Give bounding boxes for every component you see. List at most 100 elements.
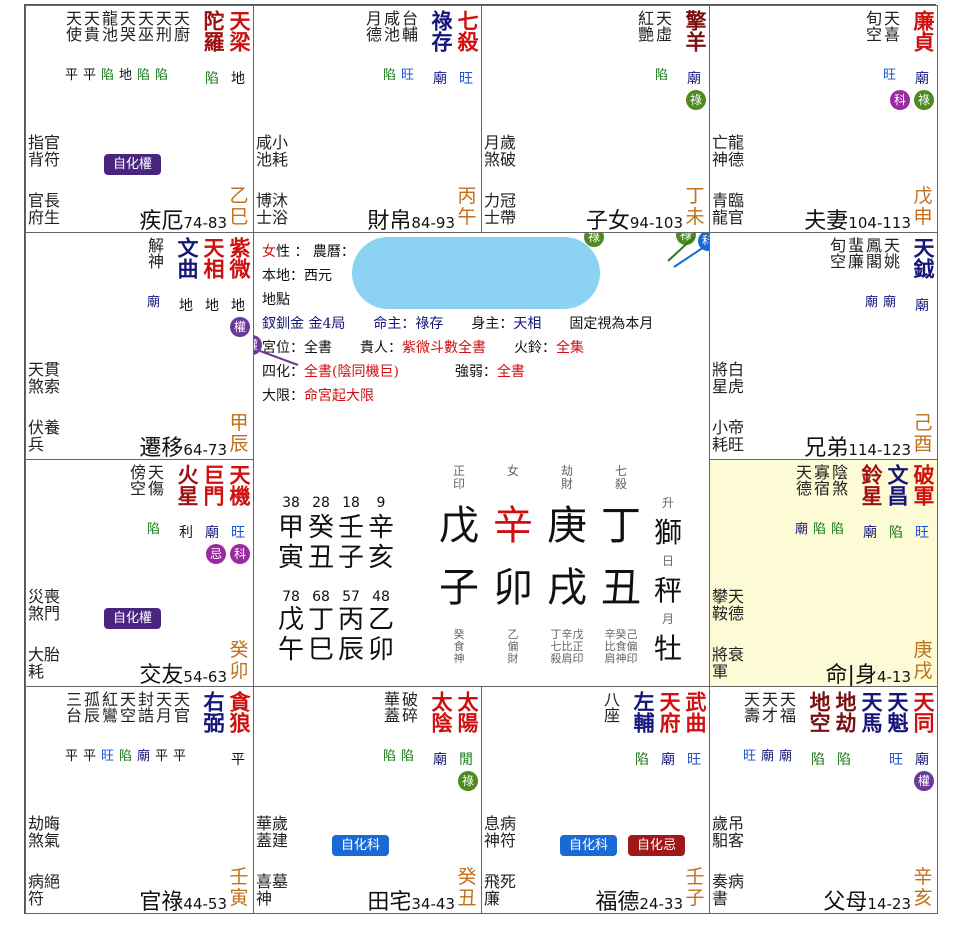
luck-age: 57 [342,589,360,605]
palace-label: 田宅 [367,890,412,914]
palace-name[interactable]: 子女94-103 [586,203,683,232]
minor-star: 天空 [117,691,136,723]
star-brightness: 廟 [795,522,809,537]
bazi-branch: 戌 [547,565,587,611]
info-line: 釵釧金 金4局 命主：祿存 身主：天相 固定視為本月 [262,313,653,333]
arrow-line [667,236,695,262]
small-stars-upper: 息病 神符 [484,814,517,850]
major-star: 左輔 [631,691,655,733]
star-brightness: 地 [119,68,133,83]
major-star: 天同 [911,691,935,733]
palace-range: 34-43 [411,895,455,913]
zodiac-label: 月 [661,612,674,626]
info-text: 命宮起大限 [304,388,374,404]
palace-name[interactable]: 交友54-63 [139,657,227,686]
star-brightness: 廟 [661,752,675,768]
minor-star: 天巫 [135,10,154,42]
self-transform-badge: 自化忌 [628,835,686,856]
major-star: 巨門 [201,464,225,506]
bazi-ten-god: 七 殺 [614,464,627,491]
palace-range: 54-63 [183,668,227,686]
major-star: 文昌 [885,464,909,506]
small-stars-lower: 將衰 軍 [712,645,745,681]
info-line: 宮位：全書 貴人：紫微斗數全書 火鈴：全集 [262,337,584,357]
bazi-stem: 庚 [547,503,587,549]
small-stars-lower: 喜墓 神 [256,872,289,908]
palace-name[interactable]: 福德24-33 [595,884,683,913]
sihua-mark: 權 [914,771,934,791]
palace-range: 94-103 [629,214,683,232]
major-star: 七殺 [455,10,479,52]
star-brightness: 旺 [687,752,701,768]
star-brightness: 地 [179,298,193,314]
transform-arrow-mark: 權 [254,335,262,355]
palace-label: 夫妻 [804,209,849,233]
palace-name[interactable]: 官祿44-53 [139,884,227,914]
info-text: 地點 [262,292,290,308]
bazi-stem: 辛 [493,503,533,549]
star-brightness: 陷 [811,752,825,768]
major-star: 武曲 [683,691,707,733]
palace-name[interactable]: 疾厄74-83 [139,203,227,232]
palace-name[interactable]: 父母14-23 [823,884,911,913]
palace-stem-branch: 庚 戌 [913,639,933,682]
minor-star: 天虛 [653,10,672,42]
info-text: 四化： [262,364,304,380]
palace-label: 兄弟 [804,436,849,460]
minor-star: 天貴 [81,10,100,42]
star-brightness: 平 [83,68,97,83]
star-brightness: 陷 [655,68,669,83]
bazi-ten-god: 劫 財 [560,464,573,491]
palace-name[interactable]: 財帛84-93 [367,203,455,232]
palace-hai[interactable]: 天同廟天魁旺天馬地劫陷地空陷天福廟天才廟天壽旺權歲吊 馹客奏病 書父母14-23… [709,686,938,914]
luck-stem: 乙 [367,605,394,635]
bazi-ten-god: 女 [506,464,519,478]
minor-star: 天姚 [881,237,900,269]
luck-branch: 亥 [367,543,394,573]
major-star: 天馬 [859,691,883,733]
minor-star: 月德 [363,10,382,42]
palace-name[interactable]: 命|身4-13 [826,657,911,686]
major-star: 天魁 [885,691,909,733]
transform-arrow-mark: 祿 [676,233,696,245]
star-brightness: 利 [179,525,193,541]
info-text: 全書 [496,364,525,380]
minor-star: 天德 [793,464,812,496]
small-stars-lower: 伏養 兵 [28,418,61,454]
luck-stem: 丁 [307,605,334,635]
star-brightness: 陷 [383,68,397,83]
palace-name[interactable]: 夫妻104-113 [804,203,911,233]
minor-star: 龍池 [99,10,118,42]
palace-name[interactable]: 兄弟114-123 [804,430,911,460]
palace-name[interactable]: 田宅34-43 [367,884,455,914]
palace-stem-branch: 癸 丑 [457,866,477,909]
minor-star: 天哭 [117,10,136,42]
luck-age: 18 [342,495,360,511]
luck-branch: 午 [277,635,304,665]
sihua-mark: 科 [230,544,250,564]
major-star: 廉貞 [911,10,935,52]
minor-star: 天使 [63,10,82,42]
major-star: 祿存 [429,10,453,52]
major-star: 天相 [201,237,225,279]
palace-yin[interactable]: 貪狼平右弼天官平天月平封誥廟天空陷紅鸞旺孤辰平三台平劫晦 煞氣病絕 符官祿44-… [25,686,254,914]
minor-star: 旬空 [863,10,882,42]
major-star: 天梁 [227,10,251,52]
small-stars-lower: 大胎 耗 [28,645,61,681]
palace-label: 官祿 [139,890,184,914]
bazi-hidden: 辛癸己 比食偏 肩神印 [604,628,638,665]
minor-star: 八座 [601,691,620,723]
palace-name[interactable]: 遷移64-73 [139,430,227,459]
palace-stem-branch: 癸 卯 [229,639,249,682]
palace-si[interactable]: 天梁地陀羅陷天廚天刑陷天巫陷天哭地龍池陷天貴平天使平自化權指官 背符官長 府生疾… [25,5,254,233]
small-stars-lower: 小帝 耗旺 [712,418,745,454]
